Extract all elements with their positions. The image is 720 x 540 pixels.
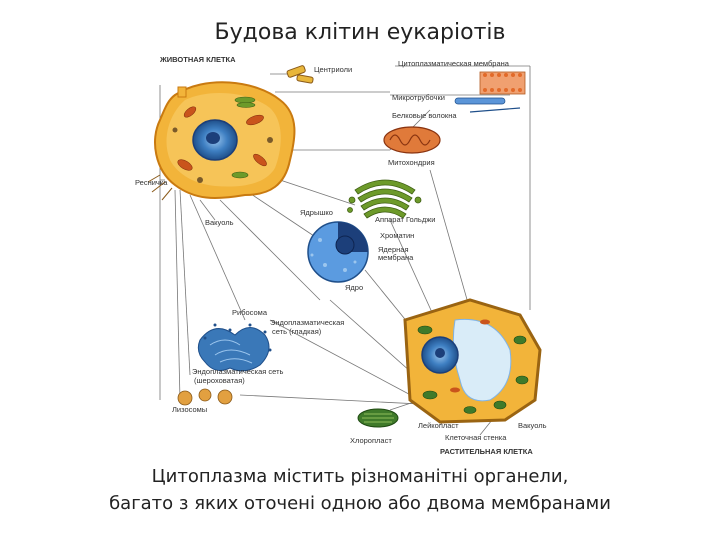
label-nucleus: Ядро [345,283,363,292]
label-protein-fibers: Белковые волокна [392,111,457,120]
label-plant-cell: РАСТИТЕЛЬНАЯ КЛЕТКА [440,447,533,456]
label-nuclear-membrane-2: мембрана [378,253,414,262]
endoplasmic-reticulum [197,323,272,372]
slide-title: Будова клітин еукаріотів [214,20,506,45]
label-vacuole-animal: Вакуоль [205,218,234,227]
label-vacuole-plant: Вакуоль [518,421,547,430]
label-rough-er-1: Эндоплазматическая сеть [192,367,284,376]
label-nuclear-membrane-1: Ядерная [378,245,409,254]
label-animal-cell: ЖИВОТНАЯ КЛЕТКА [159,55,236,64]
label-cytoplasmic-membrane: Цитоплазматическая мембрана [398,59,510,68]
chloroplast [357,408,399,428]
label-mitochondria: Митохондрия [388,158,435,167]
mitochondrion [383,126,441,154]
nucleus-cutaway [307,221,369,283]
label-cilia: Ресничка [135,178,168,187]
centrioles [286,65,314,84]
label-microtubules: Микротрубочки [392,93,445,102]
microtubules [454,97,521,113]
diagram-labels: ЖИВОТНАЯ КЛЕТКА Центриоли Цитоплазматиче… [135,55,547,456]
label-smooth-er-1: Эндоплазматическая [270,318,344,327]
golgi-apparatus [347,179,422,219]
label-centrioles: Центриоли [314,65,352,74]
cytoplasmic-membrane-sample [479,71,526,95]
label-nucleolus: Ядрышко [300,208,333,217]
label-lysosomes: Лизосомы [172,405,207,414]
label-chromatin: Хроматин [380,231,414,240]
label-leucoplast: Лейкопласт [418,421,459,430]
label-rough-er-2: (шероховатая) [194,376,245,385]
lysosomes [177,388,233,406]
label-golgi: Аппарат Гольджи [375,215,435,224]
caption-line-1: Цитоплазма містить різноманітні органели… [151,466,569,487]
caption-line-2: багато з яких оточені одною або двома ме… [109,493,611,514]
label-smooth-er-2: сеть (гладкая) [272,327,322,336]
label-chloroplast: Хлоропласт [350,436,392,445]
animal-cell [147,81,296,201]
slide-caption: Цитоплазма містить різноманітні органели… [0,463,720,517]
label-ribosome: Рибосома [232,308,268,317]
plant-cell [403,298,542,424]
label-cell-wall: Клеточная стенка [445,433,507,442]
